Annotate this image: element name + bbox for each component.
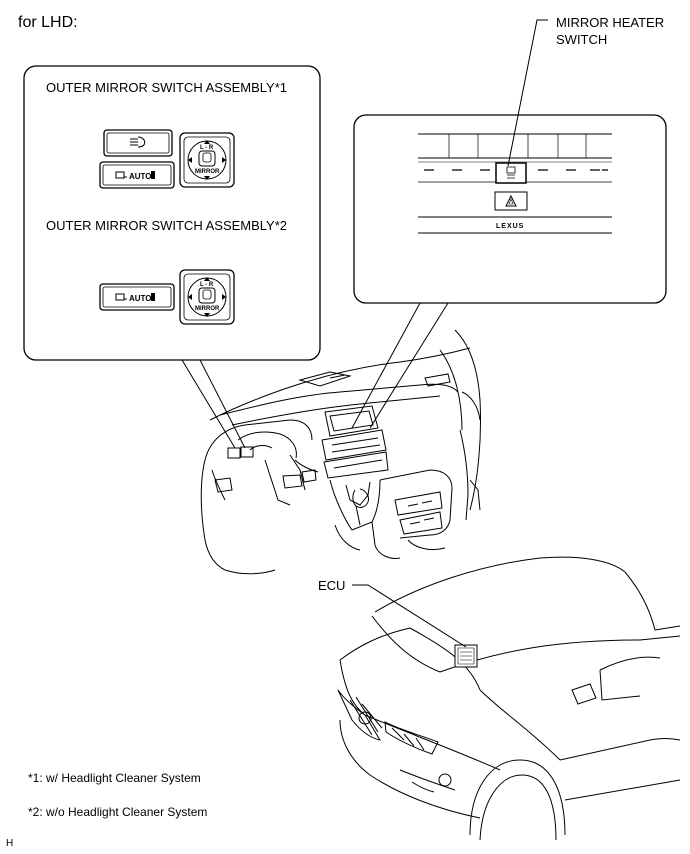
heater-switch-leader — [507, 19, 548, 167]
center-panel-illustration — [418, 133, 612, 234]
mirror-label-1: MIRROR — [195, 169, 220, 175]
auto-fold-button-1: AUTO — [99, 161, 175, 189]
ecu-label: ECU — [318, 578, 346, 593]
lexus-emblem-text: LEXUS — [496, 223, 524, 230]
auto-label-1: AUTO — [129, 172, 152, 181]
auto-fold-button-2: AUTO — [99, 283, 175, 311]
auto-label-2: AUTO — [129, 294, 152, 303]
switch-leader-lines — [181, 302, 449, 449]
lr-label-1: L - R — [200, 145, 214, 151]
mirror-label-2: MIRROR — [195, 306, 220, 312]
footer-code: H — [6, 838, 14, 849]
lr-label-2: L - R — [200, 282, 214, 288]
vehicle-illustration — [337, 556, 681, 841]
mirror-adjust-switch-2: L - R MIRROR — [179, 269, 235, 325]
page-title: for LHD: — [18, 14, 78, 31]
ecu-leader — [352, 584, 467, 648]
mirror-heater-switch-label: MIRROR HEATER SWITCH — [556, 15, 665, 47]
footnote-2: *2: w/o Headlight Cleaner System — [28, 805, 208, 819]
headlight-cleaner-button — [103, 129, 173, 157]
hazard-button — [494, 191, 528, 211]
footnote-1: *1: w/ Headlight Cleaner System — [28, 771, 201, 785]
mirror-switch-callout-box — [23, 65, 321, 361]
dashboard-illustration — [200, 329, 482, 575]
mirror-adjust-switch-1: L - R MIRROR — [179, 132, 235, 188]
mirror-heater-callout-box — [353, 114, 667, 304]
assembly-2-label: OUTER MIRROR SWITCH ASSEMBLY*2 — [46, 218, 288, 233]
assembly-1-label: OUTER MIRROR SWITCH ASSEMBLY*1 — [46, 80, 288, 95]
